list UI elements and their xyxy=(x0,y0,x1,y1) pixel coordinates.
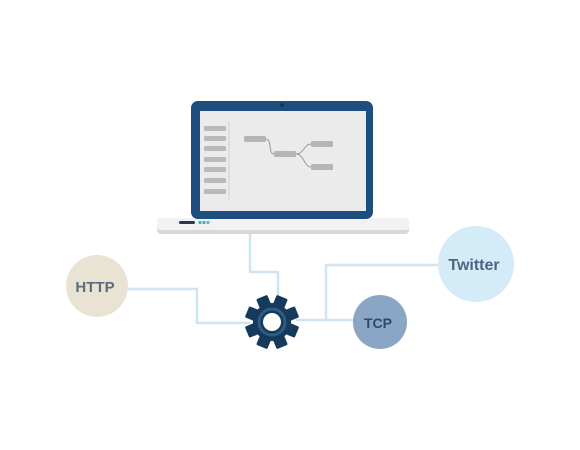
connector-gear-to-twitter xyxy=(324,263,440,320)
laptop-base xyxy=(157,218,409,230)
connector-http-to-gear xyxy=(128,287,250,325)
http-node-label: HTTP xyxy=(75,279,114,296)
flow-node xyxy=(311,164,333,170)
palette-node xyxy=(204,189,226,194)
palette-node xyxy=(204,157,226,162)
flow-node xyxy=(274,151,296,157)
gear-hole xyxy=(263,313,281,331)
palette-node xyxy=(204,126,226,131)
node-palette xyxy=(204,122,230,201)
status-led-3 xyxy=(206,220,210,225)
connector-lines xyxy=(128,232,440,325)
twitter-node: Twitter xyxy=(438,226,514,302)
gear-icon xyxy=(245,295,299,349)
flow-node xyxy=(244,136,266,142)
flow-wire xyxy=(265,138,275,155)
status-led-1 xyxy=(198,220,202,225)
tcp-node: TCP xyxy=(353,295,407,349)
connector-laptop-to-gear xyxy=(248,232,280,300)
laptop-icon xyxy=(157,101,409,234)
laptop-slot xyxy=(179,221,195,224)
flow-canvas xyxy=(244,136,333,170)
palette-node xyxy=(204,136,226,141)
palette-node xyxy=(204,167,226,172)
palette-node xyxy=(204,178,226,183)
status-led-2 xyxy=(202,220,206,225)
laptop-camera xyxy=(280,103,284,107)
tcp-node-circle xyxy=(353,295,407,349)
twitter-node-circle xyxy=(438,226,514,302)
http-node-circle xyxy=(66,255,128,317)
gear-ring xyxy=(257,307,287,337)
laptop-screen xyxy=(200,111,366,211)
palette-node xyxy=(204,146,226,151)
flow-wire xyxy=(295,153,312,168)
twitter-node-label: Twitter xyxy=(448,257,499,274)
tcp-node-label: TCP xyxy=(364,315,392,331)
flow-wire xyxy=(295,143,312,155)
http-node: HTTP xyxy=(66,255,128,317)
flow-node xyxy=(311,141,333,147)
